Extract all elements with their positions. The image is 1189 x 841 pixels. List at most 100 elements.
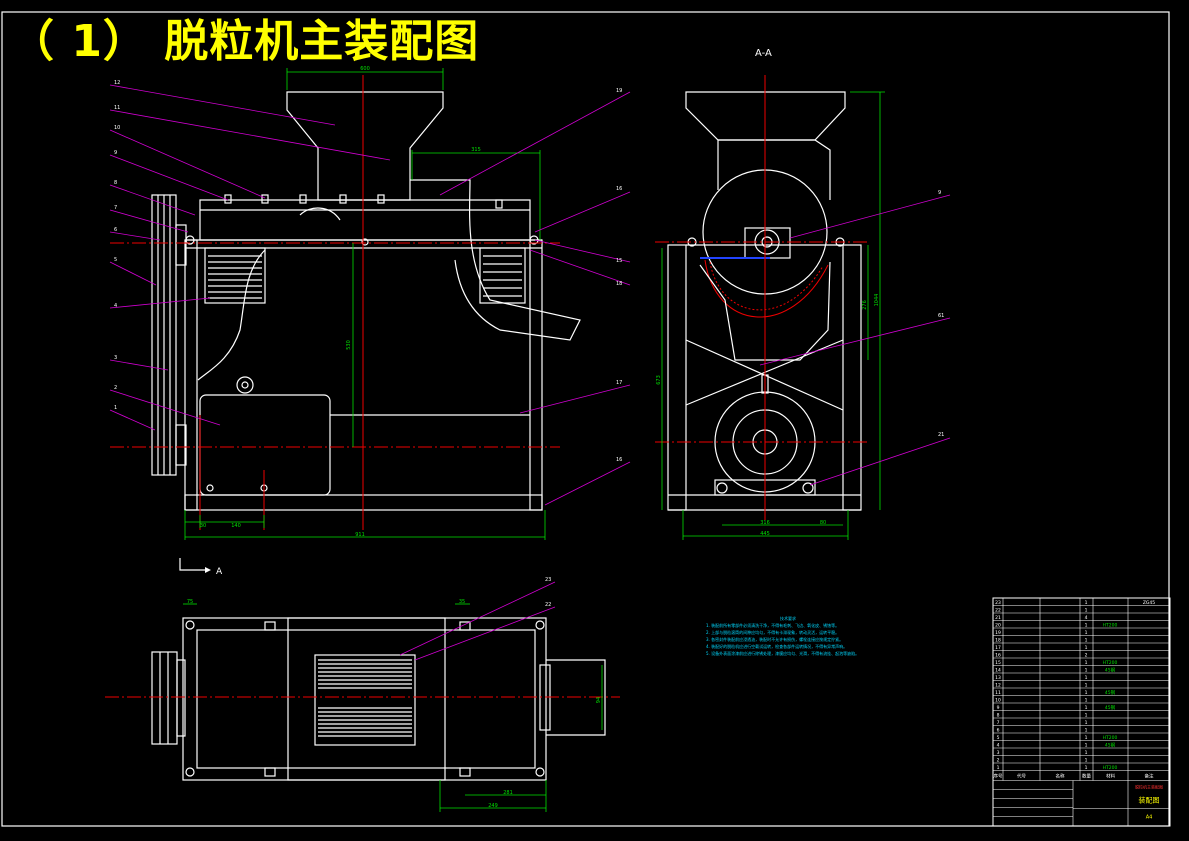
note-line-4: 4. 装配好的脱粒机应进行空载试运转，检查各部件运转情况，不得有异常声响。	[706, 643, 847, 649]
dim-front-total: 911	[355, 532, 365, 538]
dim-front-top: 600	[360, 66, 370, 72]
dim-plan-b: 35	[459, 599, 465, 605]
parts-cell: 1	[1085, 735, 1088, 741]
parts-cell: 1	[1085, 607, 1088, 613]
callout-front-left-3: 10	[114, 125, 120, 131]
front-leaders: 12 11 10 9 8 7 6 5 4 3 2 1 19 16 15 18 1…	[109, 80, 631, 506]
dim-side-height-b: 1044	[874, 294, 880, 307]
callout-front-right-2: 16	[616, 186, 622, 192]
parts-cell: 1	[1085, 645, 1088, 651]
parts-cell: HT200	[1103, 735, 1118, 741]
parts-cell: 9	[997, 705, 1000, 711]
parts-cell: 13	[995, 675, 1001, 681]
parts-header-cell: 备注	[1145, 773, 1154, 780]
parts-cell: 15	[995, 660, 1001, 666]
parts-header-cell: 代号	[1017, 773, 1026, 780]
parts-cell: 1	[1085, 742, 1088, 748]
parts-cell: 1	[1085, 690, 1088, 696]
parts-cell: HT200	[1103, 622, 1118, 628]
callout-front-left-2: 11	[114, 105, 120, 111]
parts-cell: 1	[1085, 765, 1088, 771]
parts-cell: 21	[995, 615, 1001, 621]
title-block-company: 脱粒机主装配图	[1135, 784, 1163, 790]
callout-front-left-4: 9	[114, 150, 117, 156]
dim-side-height-a: 276	[862, 300, 868, 310]
section-label: A-A	[755, 48, 772, 59]
callout-front-right-1: 19	[616, 88, 622, 94]
parts-cell: 7	[997, 720, 1000, 726]
dim-side-height-c: 673	[656, 375, 662, 385]
dim-front-base-b: 140	[231, 523, 241, 529]
parts-cell: 4	[1085, 615, 1088, 621]
callout-side-1: 9	[938, 190, 941, 196]
note-line-2: 2. 上部与脱粒滚筒的间隙应均匀，不得有卡滞现象，转动灵活，运转平稳。	[706, 629, 839, 635]
notes-heading: 技术要求	[780, 615, 796, 621]
parts-cell: 17	[995, 645, 1001, 651]
dim-side-base-a: 316	[760, 520, 770, 526]
callout-side-3: 21	[938, 432, 944, 438]
parts-header-cell: 名称	[1056, 773, 1065, 780]
parts-cell: 10	[995, 697, 1001, 703]
parts-cell: 23	[995, 600, 1001, 606]
parts-cell: 1	[1085, 727, 1088, 733]
page-title: （ 1） 脱粒机主装配图	[10, 16, 480, 67]
side-leaders: 9 61 21	[759, 190, 951, 486]
parts-cell: 1	[1085, 622, 1088, 628]
parts-cell: 1	[1085, 630, 1088, 636]
plan-view	[105, 617, 620, 781]
dim-plan-c: 281	[503, 790, 513, 796]
parts-cell: 19	[995, 630, 1001, 636]
parts-cell: 3	[997, 750, 1000, 756]
side-dimensions: 276 1044 673 316 80 445	[656, 91, 885, 540]
dim-plan-d: 249	[488, 803, 498, 809]
note-line-5: 5. 设备外表面涂漆前应进行除锈处理，漆膜应均匀、光滑，不得有流挂、起泡等缺陷。	[706, 650, 859, 656]
parts-cell: 8	[997, 712, 1000, 718]
technical-notes: 技术要求 1. 装配前所有零部件必须清洗干净，不得有毛刺、飞边、氧化皮、锈蚀等。…	[706, 615, 859, 656]
parts-cell: 1	[1085, 750, 1088, 756]
parts-cell: 14	[995, 667, 1001, 673]
callout-front-left-9: 4	[114, 303, 117, 309]
callout-front-left-7: 6	[114, 227, 117, 233]
callout-front-right-4: 18	[616, 281, 622, 287]
parts-cell: 2	[997, 757, 1000, 763]
parts-cell: 1	[1085, 712, 1088, 718]
parts-cell: 1	[1085, 757, 1088, 763]
callout-front-left-11: 2	[114, 385, 117, 391]
parts-cell: 1	[1085, 675, 1088, 681]
section-arrow: A	[179, 558, 223, 577]
title-block-sheet-size: A4	[1146, 815, 1153, 821]
parts-cell: 1	[1085, 667, 1088, 673]
dim-side-base-b: 80	[820, 520, 826, 526]
parts-header-cell: 数量	[1082, 773, 1091, 780]
front-view	[110, 75, 581, 530]
parts-cell: 1	[1085, 720, 1088, 726]
section-arrow-label: A	[216, 567, 223, 577]
dim-front-height: 530	[346, 340, 352, 350]
callout-side-2: 61	[938, 313, 944, 319]
parts-cell: 2	[1085, 652, 1088, 658]
callout-front-right-3: 15	[616, 258, 622, 264]
parts-cell: 11	[995, 690, 1001, 696]
parts-cell: 45钢	[1105, 666, 1116, 673]
dim-front-mid: 315	[471, 147, 481, 153]
parts-cell: 12	[995, 682, 1001, 688]
parts-cell: HT200	[1103, 660, 1118, 666]
callout-front-left-5: 8	[114, 180, 117, 186]
parts-cell: 1	[1085, 697, 1088, 703]
parts-cell: 1	[1085, 660, 1088, 666]
parts-cell: 20	[995, 622, 1001, 628]
parts-cell: 1	[1085, 682, 1088, 688]
parts-cell: 45钢	[1105, 704, 1116, 711]
parts-cell: 6	[997, 727, 1000, 733]
dim-plan-side: 94	[596, 697, 602, 703]
callout-front-left-1: 12	[114, 80, 120, 86]
parts-cell: 1	[997, 765, 1000, 771]
parts-cell: ZG45	[1143, 600, 1155, 606]
parts-cell: 5	[997, 735, 1000, 741]
callout-plan-2: 22	[545, 602, 551, 608]
dim-side-total: 445	[760, 531, 770, 537]
callout-front-right-5: 17	[616, 380, 622, 386]
parts-header-cell: 序号	[994, 773, 1003, 780]
